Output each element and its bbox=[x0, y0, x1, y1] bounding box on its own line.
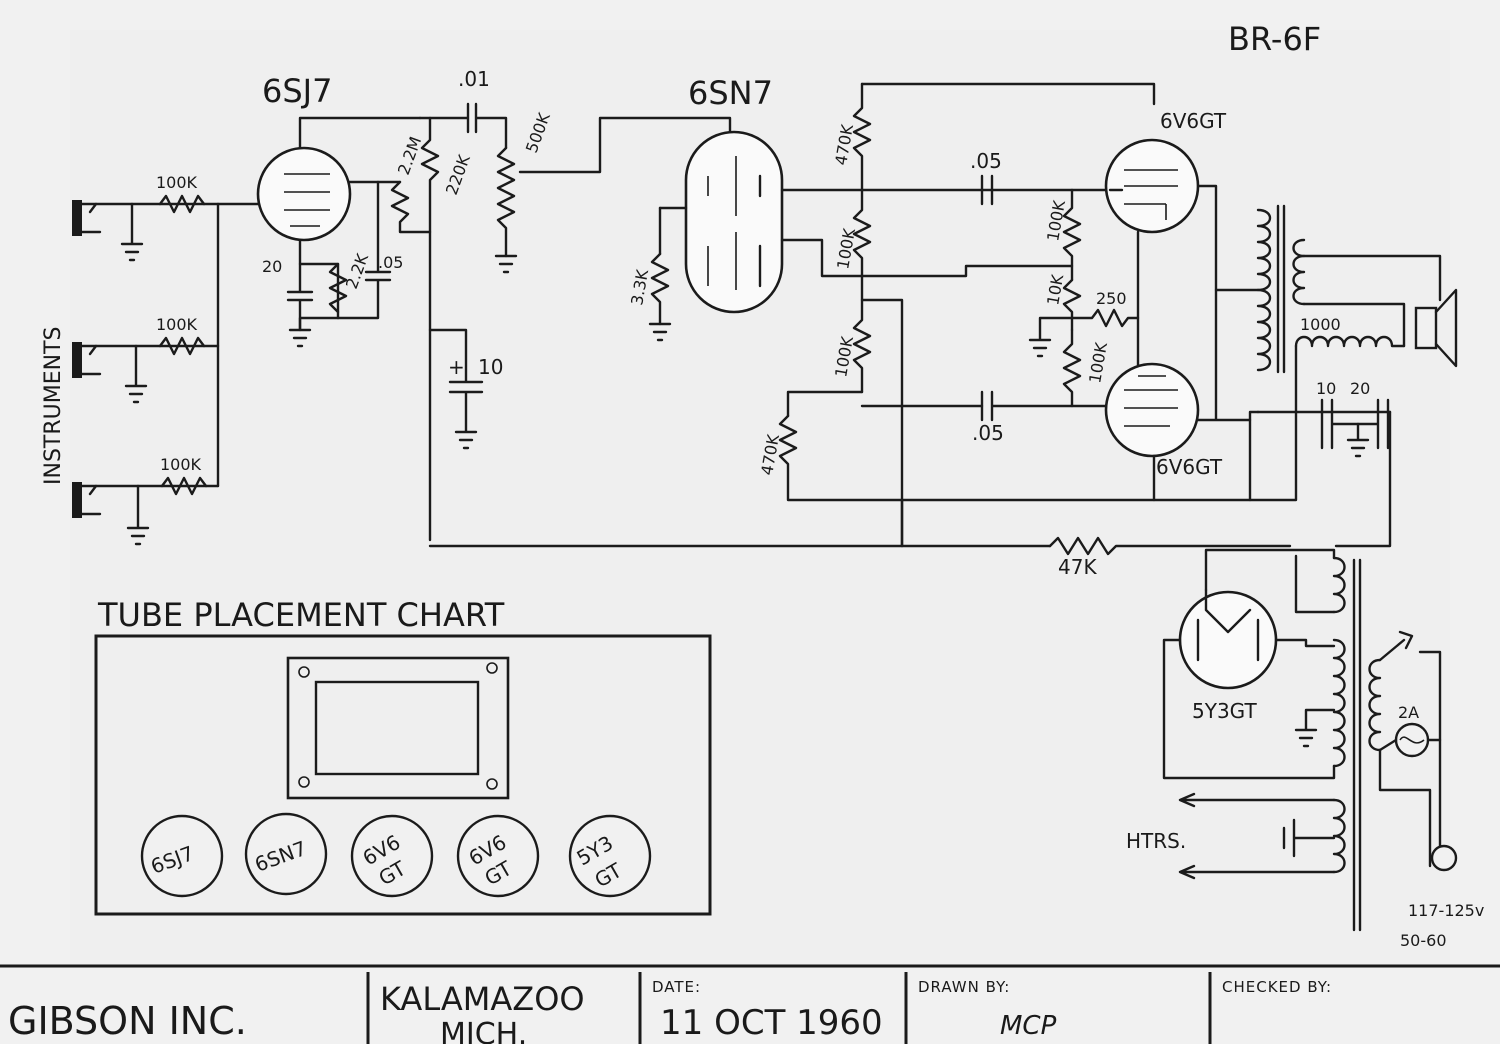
input-resistor-3 bbox=[160, 476, 208, 496]
company-name: GIBSON INC. bbox=[8, 999, 247, 1043]
power-switch bbox=[1378, 630, 1442, 868]
input-jack-3 bbox=[72, 482, 220, 546]
grid-resistor-100k-top bbox=[1062, 188, 1082, 282]
input-jack-2 bbox=[72, 342, 220, 404]
drawn-by-label: DRAWN BY: bbox=[918, 978, 1010, 996]
resistor-470k-left bbox=[778, 414, 1252, 502]
tube-label-5y3gt: 5Y3GT bbox=[1192, 699, 1257, 723]
filter-cap-20-psu bbox=[1356, 398, 1390, 450]
cathode-cap-20 bbox=[286, 262, 314, 332]
coupling-cap-01 bbox=[428, 102, 508, 150]
input-resistor-1-label: 100K bbox=[156, 173, 198, 192]
plate-resistor-220k bbox=[418, 116, 440, 542]
tube-label-6v6gt-top: 6V6GT bbox=[1160, 109, 1227, 133]
tube-6v6gt-bottom bbox=[1104, 362, 1200, 458]
choke-1000 bbox=[1294, 335, 1406, 348]
socket-6v6gt-2: 6V6 GT bbox=[456, 814, 540, 898]
choke-1000-label: 1000 bbox=[1300, 315, 1341, 334]
tube-label-6v6gt-bottom: 6V6GT bbox=[1156, 455, 1223, 479]
resistor-100k-mid bbox=[852, 188, 872, 278]
model-number: BR-6F bbox=[1228, 20, 1321, 58]
mains-frequency-label: 50-60 bbox=[1400, 931, 1447, 950]
checked-by-label: CHECKED BY: bbox=[1222, 978, 1332, 996]
grid-resistor-10k bbox=[1062, 278, 1082, 332]
filter-cap-10 bbox=[428, 328, 484, 450]
coupling-cap-05-bottom bbox=[980, 390, 1112, 422]
screen-cap-label: .05 bbox=[378, 253, 403, 272]
company-state: MICH. bbox=[440, 1017, 527, 1044]
tube-6sj7 bbox=[256, 146, 352, 242]
company-city: KALAMAZOO bbox=[380, 980, 585, 1018]
coupling-cap-01-label: .01 bbox=[458, 67, 490, 91]
resistor-470k-top bbox=[852, 82, 872, 192]
socket-6v6gt-1: 6V6 GT bbox=[350, 814, 434, 898]
feedback-resistor-47k-label: 47K bbox=[1058, 555, 1097, 579]
tube-5y3gt bbox=[1178, 590, 1278, 690]
cathode-resistor-2-2k bbox=[328, 262, 348, 314]
socket-6sj7: 6SJ7 bbox=[140, 814, 224, 898]
input-resistor-2 bbox=[158, 336, 206, 356]
mains-plug bbox=[1430, 844, 1458, 872]
coupling-cap-05-top-label: .05 bbox=[970, 149, 1002, 173]
filter-cap-10-psu bbox=[1320, 398, 1370, 458]
filter-cap-20-psu-label: 20 bbox=[1350, 379, 1370, 398]
tube-label-6sn7: 6SN7 bbox=[688, 74, 773, 112]
cathode-resistor-250 bbox=[1070, 308, 1140, 328]
input-resistor-1 bbox=[158, 194, 206, 214]
output-transformer bbox=[1256, 204, 1442, 374]
drawn-by-initials: MCP bbox=[1000, 1011, 1057, 1041]
plate-resistor-2-2m bbox=[390, 180, 432, 234]
tube-6sn7 bbox=[684, 130, 784, 314]
placement-chart-title: TUBE PLACEMENT CHART bbox=[97, 596, 505, 634]
cathode-resistor-250-label: 250 bbox=[1096, 289, 1127, 308]
feedback-resistor-47k bbox=[1048, 536, 1292, 556]
socket-6sn7: 6SN7 bbox=[244, 812, 328, 896]
input-resistor-3-label: 100K bbox=[160, 455, 202, 474]
input-jack-1 bbox=[72, 200, 220, 262]
filter-cap-10-psu-label: 10 bbox=[1316, 379, 1336, 398]
coupling-cap-05-bottom-label: .05 bbox=[972, 421, 1004, 445]
heaters-label: HTRS. bbox=[1126, 829, 1186, 853]
drawing-date: 11 OCT 1960 bbox=[660, 1003, 883, 1043]
transformer-footprint bbox=[286, 656, 510, 800]
coupling-cap-05-top bbox=[980, 174, 1112, 206]
fuse-label: 2A bbox=[1398, 703, 1419, 722]
speaker bbox=[1414, 288, 1458, 368]
placement-chart-frame bbox=[94, 634, 712, 916]
date-label: DATE: bbox=[652, 978, 701, 996]
instruments-label: INSTRUMENTS bbox=[41, 327, 66, 485]
input-resistor-2-label: 100K bbox=[156, 315, 198, 334]
socket-5y3gt: 5Y3 GT bbox=[568, 814, 652, 898]
cathode-resistor-3-3k bbox=[650, 252, 670, 326]
power-transformer bbox=[1332, 556, 1382, 932]
mains-voltage-label: 117-125v bbox=[1408, 901, 1484, 920]
tube-label-6sj7: 6SJ7 bbox=[262, 72, 332, 110]
resistor-100k-low bbox=[852, 274, 872, 394]
cathode-cap-20-label: 20 bbox=[262, 257, 282, 276]
filter-cap-10-label: 10 bbox=[478, 355, 503, 379]
volume-pot-500k bbox=[496, 146, 516, 258]
title-block: GIBSON INC. KALAMAZOO MICH. DATE: 11 OCT… bbox=[0, 964, 1500, 1044]
grid-resistor-100k-bottom bbox=[1062, 328, 1082, 408]
svg-text:+: + bbox=[448, 355, 465, 379]
